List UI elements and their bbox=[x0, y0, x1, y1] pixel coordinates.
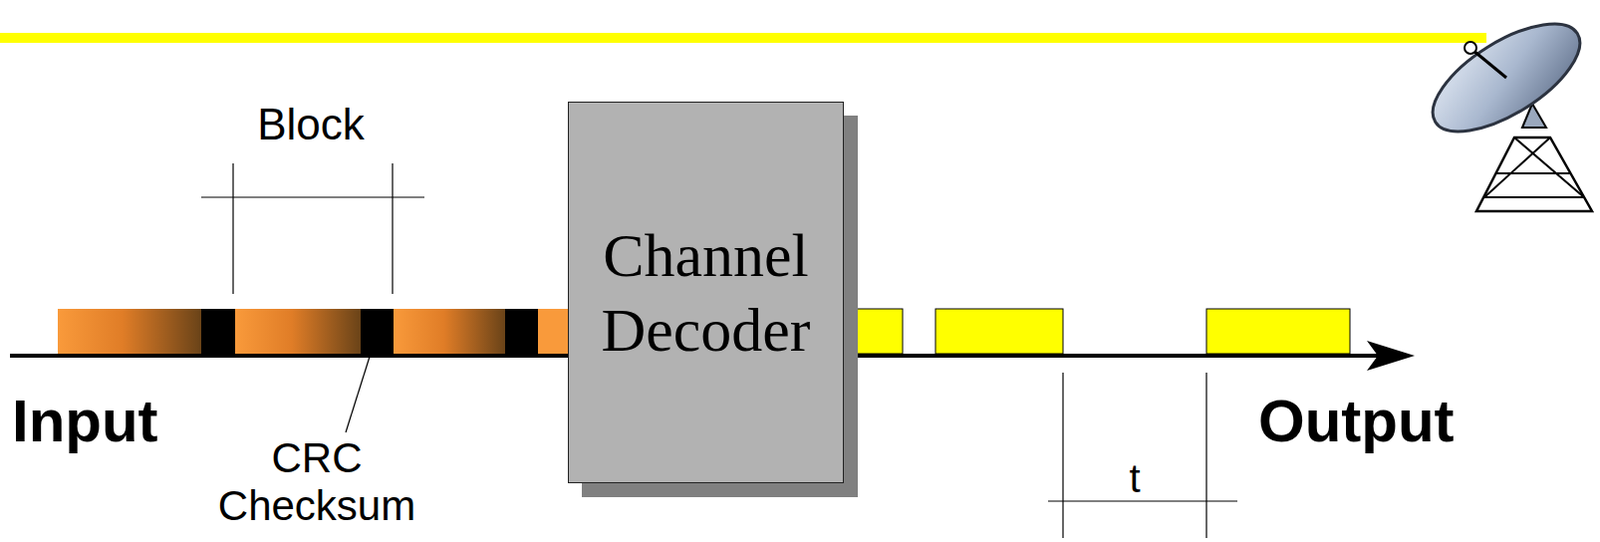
axis-label: Input bbox=[11, 386, 159, 456]
tower-lattice bbox=[1484, 137, 1585, 198]
dimension-tick bbox=[1062, 372, 1064, 538]
dimension-line bbox=[201, 196, 425, 198]
crc-block bbox=[360, 308, 394, 354]
dimension-tick bbox=[391, 163, 393, 294]
node-label: Channel Decoder bbox=[587, 218, 824, 367]
dimension-tick bbox=[232, 163, 234, 294]
dish-tower bbox=[1476, 137, 1593, 212]
dish-feed-arm bbox=[1472, 49, 1507, 78]
leader-line bbox=[345, 356, 370, 433]
dish-bowl bbox=[1416, 2, 1598, 153]
dimension-tick bbox=[1205, 372, 1207, 538]
axis-arrowhead bbox=[1366, 340, 1415, 371]
data-block bbox=[57, 308, 202, 354]
dimension-line bbox=[1048, 500, 1238, 502]
process-box: Channel Decoder bbox=[567, 101, 844, 484]
data-block bbox=[235, 308, 361, 354]
crc-block bbox=[201, 308, 236, 354]
crc-block bbox=[505, 308, 538, 354]
output-block bbox=[935, 308, 1064, 354]
output-block bbox=[1206, 308, 1350, 354]
dimension-label: Block bbox=[257, 99, 365, 151]
header-rule bbox=[0, 32, 1487, 43]
data-block bbox=[393, 308, 506, 354]
axis-label: Output bbox=[1258, 386, 1455, 456]
satellite-dish-icon bbox=[1416, 2, 1598, 212]
callout-label: CRC Checksum bbox=[197, 434, 437, 532]
dish-feed bbox=[1464, 41, 1477, 54]
dimension-label: t bbox=[1128, 455, 1140, 502]
